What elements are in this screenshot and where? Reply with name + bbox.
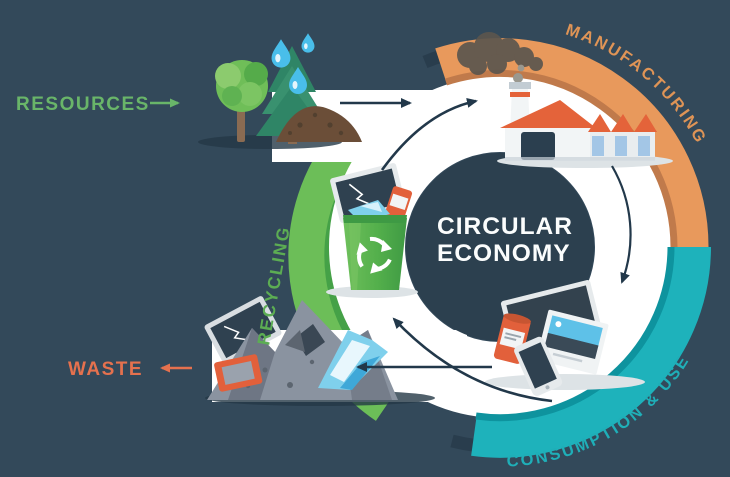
recycle-symbol-icon (356, 236, 392, 274)
water-drops-icon (271, 33, 315, 94)
resources-label: RESOURCES (16, 94, 150, 115)
arrow-recycling-to-manufacturing (380, 97, 478, 171)
center-title: CIRCULAR ECONOMY (437, 213, 581, 267)
arrow-consumption-to-recycling (392, 317, 553, 403)
tablet-photo-icon (536, 309, 609, 375)
center-title-line1: CIRCULAR (437, 213, 573, 240)
discarded-monitor-icon (204, 296, 282, 364)
recycle-bin-icon (326, 163, 418, 298)
can-icon (384, 186, 413, 222)
factory-icon (497, 82, 673, 168)
electronics-icon (485, 280, 645, 396)
flow-arrows (340, 97, 632, 403)
smoke-icon (457, 32, 543, 75)
crumpled-paper-icon (318, 330, 388, 390)
chimney-smoke-icon (513, 64, 525, 83)
waste-pile-icon (204, 296, 435, 406)
trees-icon (198, 46, 362, 149)
orange-frame-debris-icon (214, 354, 263, 392)
arrow-manufacturing-to-consumption (611, 165, 632, 284)
soil-pile-icon (276, 106, 362, 142)
waste-label: WASTE (68, 359, 143, 380)
smartphone-icon (514, 336, 563, 396)
center-title-line2: ECONOMY (437, 240, 571, 267)
